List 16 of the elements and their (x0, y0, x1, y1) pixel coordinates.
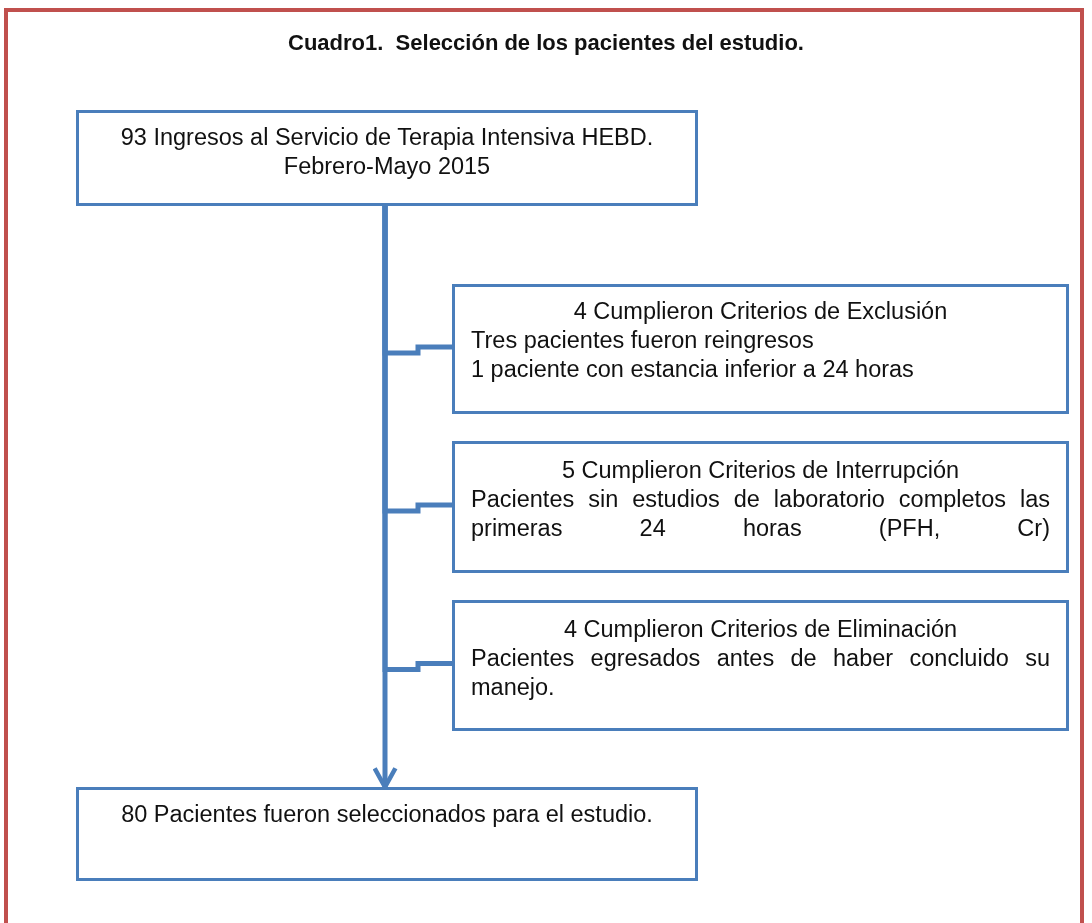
process-box (452, 441, 1069, 573)
box-heading: 5 Cumplieron Criterios de Interrupción (560, 456, 961, 485)
box-text: 1 paciente con estancia inferior a 24 horas (471, 355, 915, 384)
diagram-title: Cuadro1. Selección de los pacientes del estudio. (287, 30, 805, 56)
box-heading: 80 Pacientes fueron seleccionados para el estudio. (120, 800, 654, 829)
box-text: Pacientes sin estudios de laboratorio completos las primeras 24 horas (PFH, Cr) (471, 485, 1050, 543)
process-box (76, 787, 698, 881)
process-box (76, 110, 698, 206)
box-text: Pacientes egresados antes de haber concluido su manejo. (471, 644, 1050, 702)
box-heading: 4 Cumplieron Criterios de Eliminación (562, 615, 959, 644)
process-box (452, 600, 1069, 731)
connector-line (382, 206, 452, 672)
process-box (452, 284, 1069, 414)
box-heading: 4 Cumplieron Criterios de Exclusión (572, 297, 949, 326)
box-heading: 93 Ingresos al Servicio de Terapia Intensiva HEBD. Febrero-Mayo 2015 (119, 123, 655, 181)
box-text: Tres pacientes fueron reingresos (471, 326, 815, 355)
